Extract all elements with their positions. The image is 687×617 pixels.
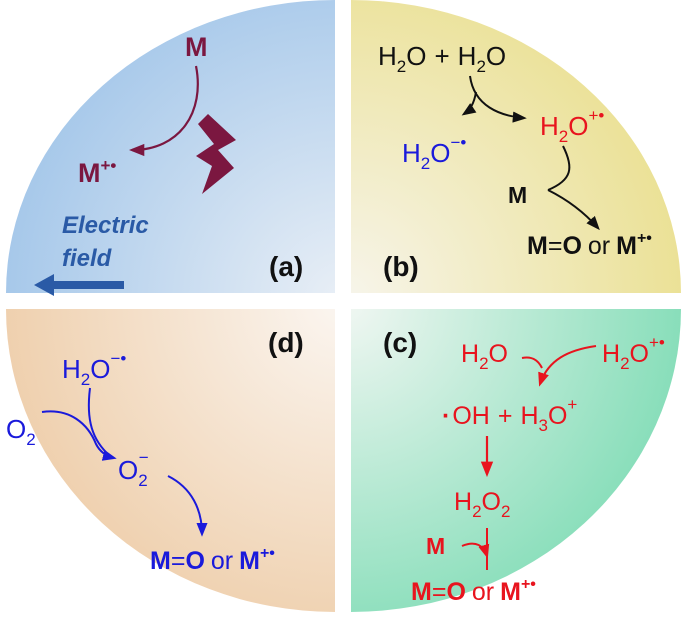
superoxide-d: O2− xyxy=(118,448,149,490)
radical-pair-c: ·OH+H3O+ xyxy=(442,395,577,435)
ionization-arrow-a xyxy=(128,65,199,157)
lightning-bolt-icon xyxy=(196,114,236,194)
metal-label-b: M xyxy=(508,182,527,208)
proton-transfer-arrow-c xyxy=(538,345,597,387)
metal-label-c: M xyxy=(426,533,445,559)
quadrant-a-background xyxy=(6,0,335,293)
quadrant-c-background xyxy=(351,309,681,612)
water-c: H2O xyxy=(461,340,508,373)
quadrant-a: M M+• Electric field (a) xyxy=(34,32,303,296)
electron-transfer-arrow-b xyxy=(469,75,527,123)
proton-branch-c xyxy=(521,356,543,369)
anion-branch-arrow-b xyxy=(461,91,477,116)
water-anion-b: H2O−• xyxy=(402,133,466,173)
panel-label-d: (d) xyxy=(268,327,304,358)
oxidation-arrow-c xyxy=(461,528,487,570)
water-pair-b: H2O+H2O xyxy=(378,41,506,76)
quadrant-d-background xyxy=(6,309,335,612)
oxidation-arrow-d xyxy=(167,475,208,537)
water-cation-c: H2O+• xyxy=(602,333,665,373)
oxygen-reduction-arrow-d xyxy=(41,410,117,461)
oxygen-d: O2 xyxy=(6,414,36,449)
panel-label-a: (a) xyxy=(269,251,303,282)
oxidation-arrow-b xyxy=(547,145,598,228)
water-cation-b: H2O+• xyxy=(540,106,604,146)
peroxide-c: H2O2 xyxy=(454,488,510,521)
electric-field-label-line2: field xyxy=(62,245,113,272)
electric-field-arrow-icon xyxy=(34,274,124,296)
water-anion-d: H2O−• xyxy=(62,349,126,389)
metal-cation-a: M+• xyxy=(78,156,116,188)
metal-label-a: M xyxy=(185,32,208,62)
electric-field-label-line1: Electric xyxy=(62,212,149,239)
panel-label-c: (c) xyxy=(383,327,417,358)
panel-label-b: (b) xyxy=(383,251,419,282)
